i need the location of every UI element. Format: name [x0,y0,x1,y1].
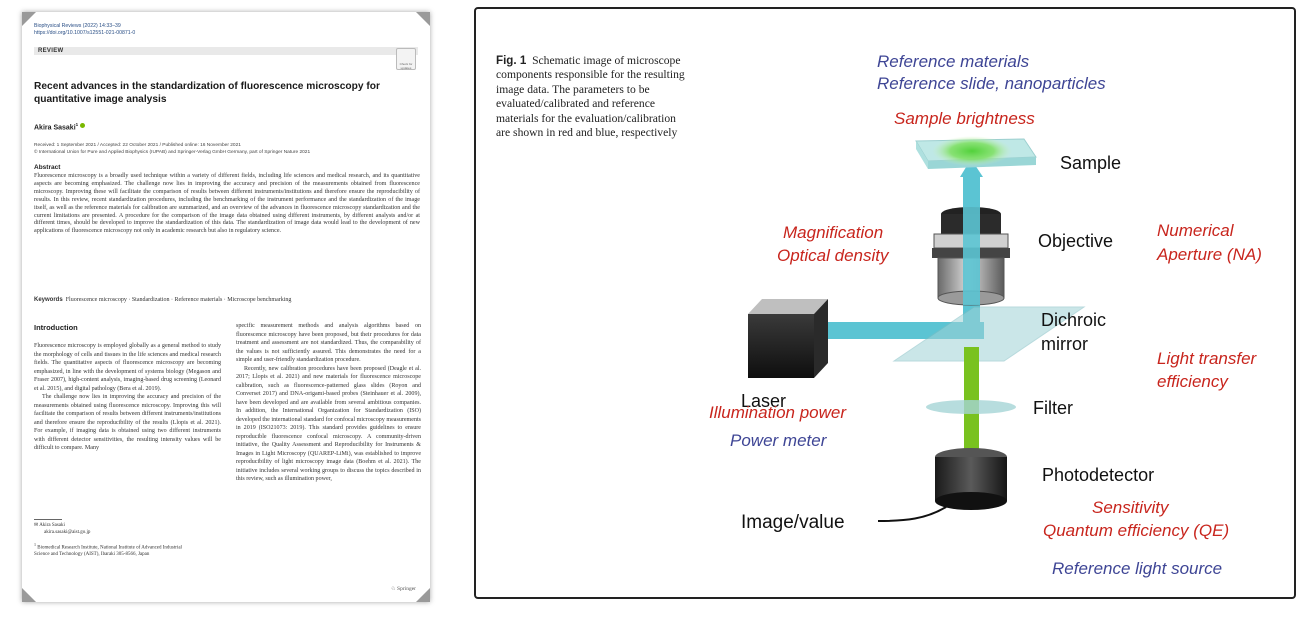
label-aperture: Aperture (NA) [1156,245,1262,264]
paragraph: The challenge now lies in improving the … [34,394,221,451]
label-photodetector: Photodetector [1042,465,1154,485]
fluorescence-spot [932,136,1012,166]
label-mirror: mirror [1041,334,1088,354]
keywords-text: Fluorescence microscopy · Standardizatio… [65,297,292,303]
footnote-rule [34,519,62,520]
page-corner-fold [416,12,430,26]
label-efficiency: efficiency [1157,372,1229,391]
label-sensitivity: Sensitivity [1092,498,1170,517]
beam-through-objective [963,207,980,305]
section-label: REVIEW [38,48,64,54]
paper-title: Recent advances in the standardization o… [34,81,380,105]
publication-dates: Received: 1 September 2021 / Accepted: 2… [34,143,419,156]
affil-mark: 1 [34,542,36,547]
label-magnification: Magnification [783,223,883,242]
label-reference-slide: Reference slide, nanoparticles [877,74,1106,93]
check-for-updates-badge[interactable]: Check for updates [396,48,416,70]
section-band [34,47,418,55]
journal-citation: Biophysical Reviews (2022) 14:33–39 http… [34,23,135,37]
journal-line: Biophysical Reviews (2022) 14:33–39 [34,23,121,29]
doi-link[interactable]: https://doi.org/10.1007/s12551-021-00871… [34,30,136,36]
label-optical-density: Optical density [777,246,890,265]
label-dichroic: Dichroic [1041,310,1106,330]
label-sample: Sample [1060,153,1121,173]
figure-panel: Fig. 1 Schematic image of microscope com… [474,7,1296,599]
contact-email[interactable]: akira.sasaki@aist.go.jp [44,529,91,535]
figure-caption: Fig. 1 Schematic image of microscope com… [496,54,691,140]
publisher-logo: ♘ Springer [391,586,416,592]
introduction-heading: Introduction [34,323,78,332]
publisher-name: Springer [397,586,416,592]
label-illumination-power: Illumination power [709,403,847,422]
paper-page: Biophysical Reviews (2022) 14:33–39 http… [22,12,430,602]
emission-filter [926,400,1016,414]
keywords: Keywords Fluorescence microscopy · Stand… [34,297,420,303]
microscope-schematic: Reference materials Reference slide, nan… [709,52,1262,578]
caption-text: Schematic image of microscope components… [496,54,685,140]
page-corner-fold [22,12,36,26]
body-column-left: Fluorescence microscopy is employed glob… [34,342,221,453]
dates-line: Received: 1 September 2021 / Accepted: 2… [34,143,241,148]
paragraph: Recently, new calibration procedures hav… [236,365,421,483]
keywords-label: Keywords [34,297,63,303]
label-reference-materials: Reference materials [877,52,1030,71]
page-corner-fold [22,588,36,602]
author-line: Akira Sasaki1 [34,122,86,132]
laser-side [814,299,828,378]
label-reference-light-source: Reference light source [1052,559,1222,578]
badge-text: Check for updates [399,62,413,70]
caption-label: Fig. 1 [496,54,527,67]
sample-slide-side [916,141,928,169]
author-name: Akira Sasaki [34,124,76,132]
copyright-line: © International Union for Pure and Appli… [34,149,311,155]
label-image-value: Image/value [741,512,845,533]
label-numerical: Numerical [1157,221,1235,240]
paragraph: Fluorescence microscopy is employed glob… [34,343,221,392]
abstract-text: Fluorescence microscopy is a broadly use… [34,173,420,235]
page-corner-fold [416,588,430,602]
paragraph: specific measurement methods and analysi… [236,323,421,363]
label-sample-brightness: Sample brightness [894,109,1035,128]
envelope-icon: ✉ [34,523,39,528]
orcid-icon[interactable] [80,123,86,129]
laser-icon [748,314,814,378]
affiliation-text: Biomedical Research Institute, National … [34,545,182,558]
abstract-heading: Abstract [34,164,61,171]
contact-footnote: ✉ Akira Sasaki akira.sasaki@aist.go.jp [34,523,90,536]
label-objective: Objective [1038,231,1113,251]
author-affil-mark: 1 [75,122,79,127]
springer-horse-icon: ♘ [390,586,396,592]
output-cable [877,506,947,522]
beam-arrow-head [960,159,983,177]
affiliation-footnote: 1 Biomedical Research Institute, Nationa… [34,542,184,559]
body-column-right: specific measurement methods and analysi… [236,322,421,484]
label-laser: Laser [741,391,786,411]
label-quantum-efficiency: Quantum efficiency (QE) [1043,521,1229,540]
photodetector-bottom [935,492,1007,510]
contact-name: Akira Sasaki [39,523,65,528]
laser-top [748,299,828,314]
label-filter: Filter [1033,398,1073,418]
label-light-transfer: Light transfer [1157,349,1258,368]
label-power-meter: Power meter [730,431,828,450]
